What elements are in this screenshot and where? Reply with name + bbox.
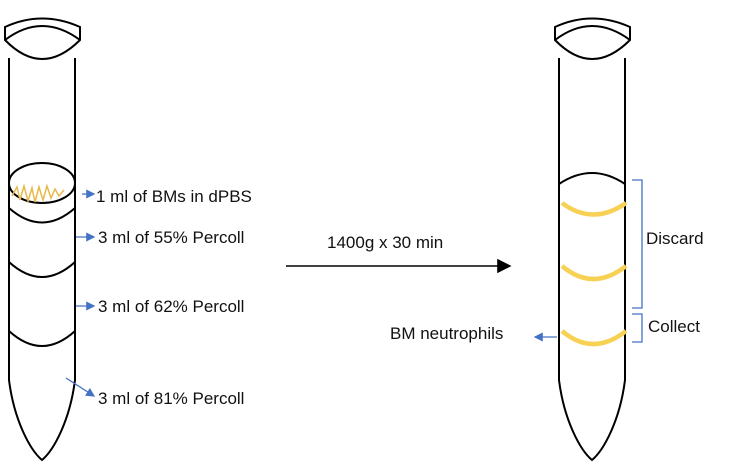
right-tube-band-1 (560, 201, 628, 217)
collect-bracket (632, 313, 643, 343)
right-tube-band-2 (560, 264, 628, 282)
left-tube (4, 17, 81, 462)
left-tube-sample-layer-top (8, 162, 76, 204)
right-tube (554, 17, 631, 462)
discard-label: Discard (646, 229, 704, 248)
left-tube-sample-squiggle (11, 183, 65, 204)
left-tube-body (8, 58, 76, 462)
right-tube-top-interface (558, 172, 626, 185)
left-tube-interface-81 (8, 330, 76, 347)
left-tube-cap (4, 17, 81, 60)
neutrophils-label: BM neutrophils (390, 324, 504, 343)
layer-label-81-percoll: 3 ml of 81% Percoll (98, 389, 245, 408)
pointer-arrow-81 (65, 377, 96, 397)
right-tube-body (558, 58, 626, 462)
layer-label-55-percoll: 3 ml of 55% Percoll (98, 228, 245, 247)
right-tube-cap-rim (554, 25, 631, 41)
discard-bracket (632, 179, 643, 309)
centrifuge-label: 1400g x 30 min (327, 233, 444, 252)
left-tube-interface-55 (8, 207, 76, 224)
layer-label-62-percoll: 3 ml of 62% Percoll (98, 297, 245, 316)
right-tube-cap (554, 17, 631, 60)
left-tube-cap-rim (4, 25, 81, 41)
right-tube-band-neutrophils (560, 329, 628, 347)
left-tube-interface-62 (8, 261, 76, 278)
layer-label-bms: 1 ml of BMs in dPBS (96, 187, 252, 206)
collect-label: Collect (648, 317, 700, 336)
